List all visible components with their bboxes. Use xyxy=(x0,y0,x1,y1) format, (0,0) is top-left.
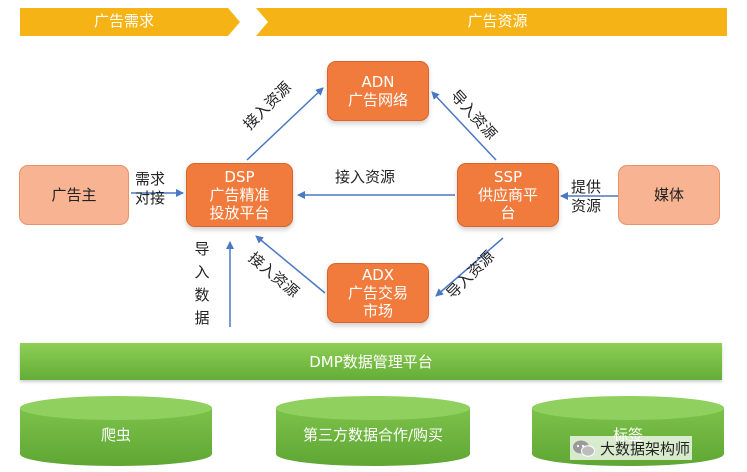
node-media: 媒体 xyxy=(618,165,720,225)
banner-left-chevron xyxy=(20,8,240,36)
source-crawler-label: 爬虫 xyxy=(100,426,131,444)
watermark: 大数据架构师 xyxy=(570,436,693,460)
arrow-adx-dsp xyxy=(255,235,326,294)
dmp-label: DMP数据管理平台 xyxy=(309,353,433,371)
edge-label-media-ssp: 提供 资源 xyxy=(571,178,602,215)
node-adn: ADN 广告网络 xyxy=(327,61,429,121)
banner-left-label: 广告需求 xyxy=(93,12,154,30)
banner xyxy=(20,8,727,36)
edge-label-dmp-dsp: 导 入 数 据 xyxy=(194,240,210,327)
node-ssp: SSP 供应商平 台 xyxy=(457,163,559,227)
banner-right-chevron xyxy=(256,8,727,36)
edge-label-ssp-dsp: 接入资源 xyxy=(335,168,396,186)
edge-label-advertiser-dsp: 需求 对接 xyxy=(135,170,166,207)
arrow-dsp-adn xyxy=(246,87,324,161)
wechat-icon xyxy=(573,440,595,457)
arrow-ssp-adn xyxy=(431,91,497,161)
cylinder-crawler xyxy=(20,396,212,466)
dmp-platform-bar: DMP数据管理平台 xyxy=(20,343,722,380)
node-advertiser: 广告主 xyxy=(19,165,129,225)
arrow-ssp-adx xyxy=(435,237,504,297)
node-dsp: DSP 广告精准 投放平台 xyxy=(186,163,293,227)
node-adx: ADX 广告交易 市场 xyxy=(327,263,429,323)
watermark-text: 大数据架构师 xyxy=(600,439,691,458)
cylinder-third-party xyxy=(276,396,470,466)
banner-right-label: 广告资源 xyxy=(467,12,528,30)
source-third-party-label: 第三方数据合作/购买 xyxy=(302,426,444,444)
